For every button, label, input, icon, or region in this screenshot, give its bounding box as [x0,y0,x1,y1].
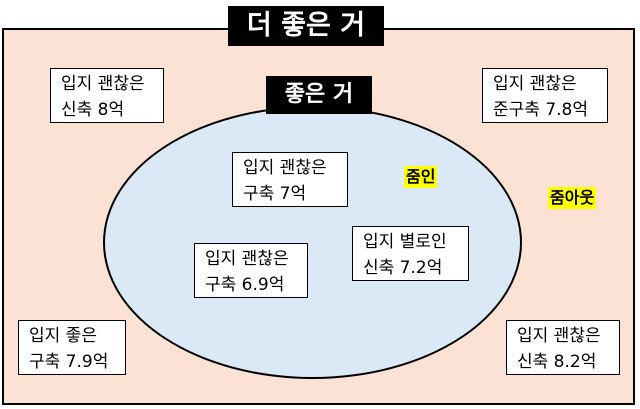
option-location: 입지 괜찮은 [243,158,327,178]
option-price: 신축 7.2억 [363,258,443,278]
option-location: 입지 괜찮은 [205,249,289,269]
inner-title: 좋은 거 [266,76,372,114]
option-location: 입지 별로인 [363,232,447,252]
outer-title: 더 좋은 거 [228,6,384,46]
option-location: 입지 괜찮은 [517,326,601,346]
option-box-old-7: 입지 괜찮은 구축 7억 [232,152,348,207]
option-location: 입지 좋은 [29,326,97,346]
option-box-new-8-2: 입지 괜찮은 신축 8.2억 [506,320,620,375]
option-price: 신축 8억 [61,100,125,120]
option-price: 신축 8.2억 [517,352,597,372]
option-box-old-7-9: 입지 좋은 구축 7.9억 [18,320,126,375]
option-box-new-7-2: 입지 별로인 신축 7.2억 [352,226,469,281]
option-price: 구축 7억 [243,184,307,204]
zoom-in-label: 줌인 [404,166,438,188]
option-price: 준구축 7.8억 [493,100,588,120]
option-price: 구축 6.9억 [205,275,285,295]
option-location: 입지 괜찮은 [61,74,145,94]
option-price: 구축 7.9억 [29,352,109,372]
option-box-semi-old-7-8: 입지 괜찮은 준구축 7.8억 [482,68,608,123]
option-box-old-6-9: 입지 괜찮은 구축 6.9억 [194,243,308,298]
zoom-out-label: 줌아웃 [548,187,597,209]
option-location: 입지 괜찮은 [493,74,577,94]
option-box-new-8: 입지 괜찮은 신축 8억 [50,68,164,123]
